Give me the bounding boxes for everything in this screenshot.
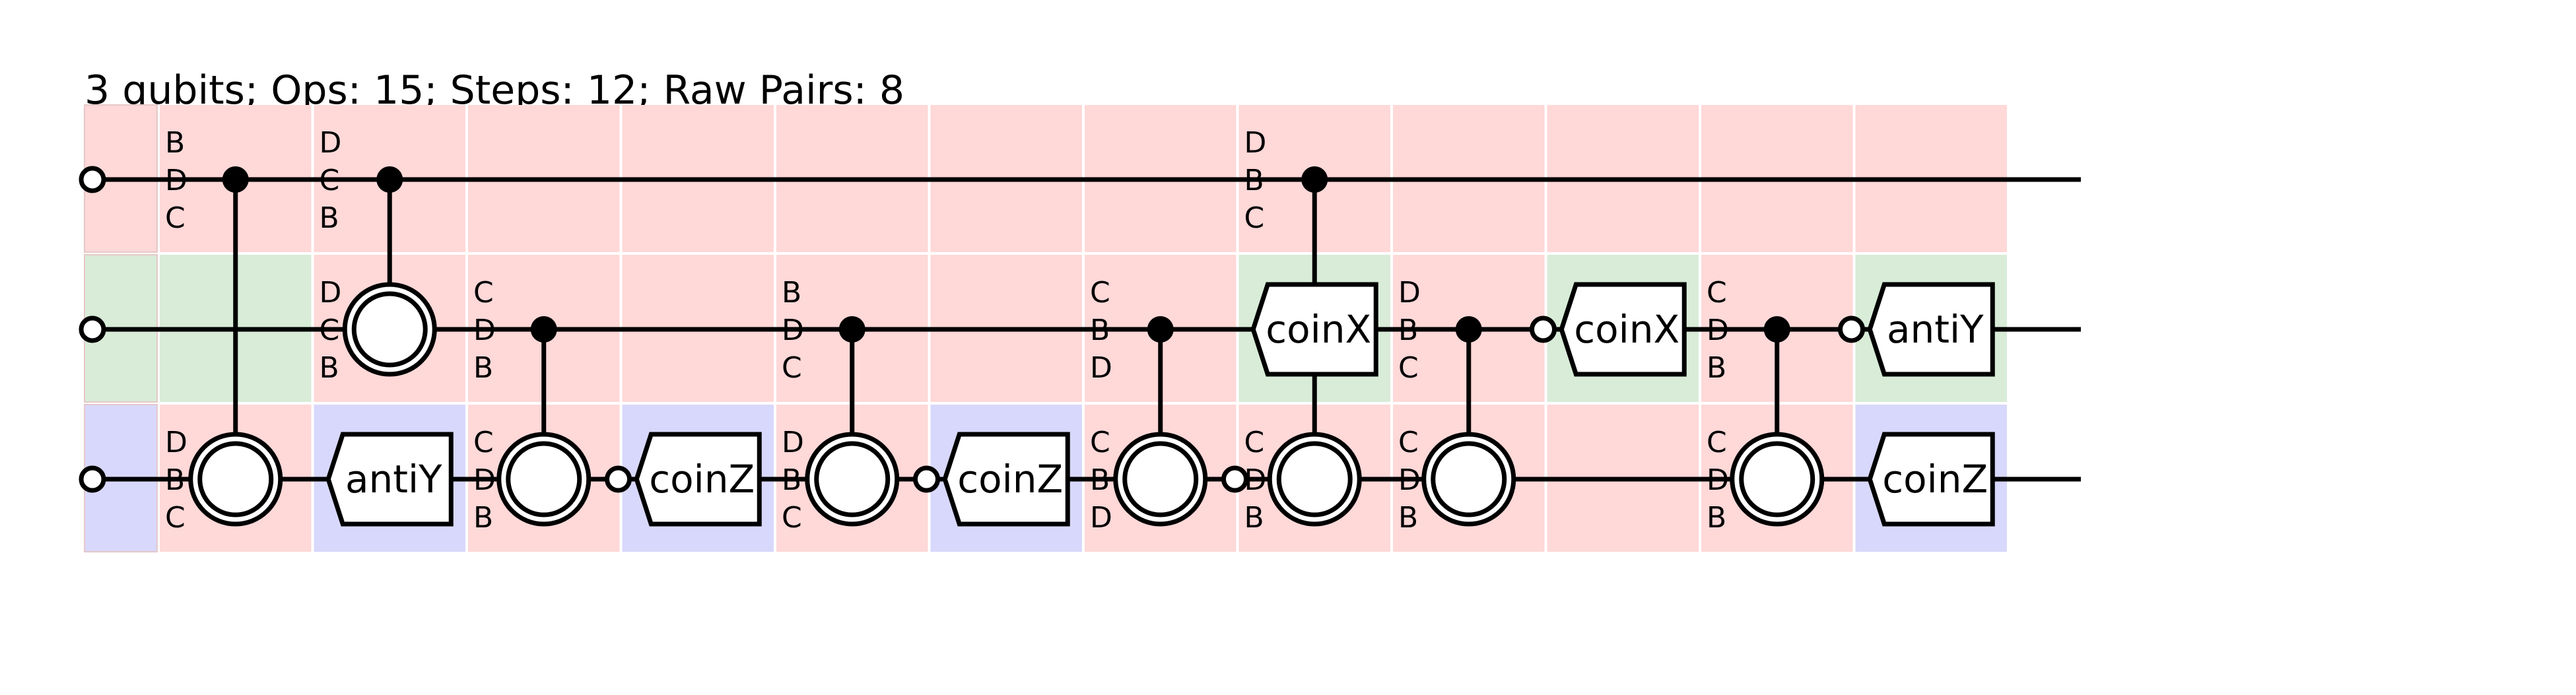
cell-label: C: [320, 164, 340, 197]
cell-label: B: [1090, 314, 1110, 347]
cell-label: B: [473, 351, 493, 385]
initial-qubit-dot: [79, 315, 106, 343]
gate-label: coinX: [1266, 307, 1371, 352]
cell-label: B: [473, 501, 493, 535]
target-inner-ring: [814, 441, 891, 517]
target-inner-ring: [1122, 441, 1199, 517]
cell-label: B: [782, 276, 801, 310]
control-dot: [1147, 316, 1174, 343]
cell-label: B: [1707, 351, 1726, 385]
cell-label: D: [1707, 314, 1729, 347]
output-qubit-dot: [1221, 465, 1248, 493]
cell-label: B: [1398, 314, 1418, 347]
cell-label: C: [165, 501, 186, 535]
antiy-gate-box: [325, 432, 454, 527]
cell-label: B: [165, 126, 185, 160]
cell-label: C: [1244, 201, 1265, 235]
gate-label: coinZ: [649, 457, 755, 502]
gate-label: coinZ: [1882, 457, 1988, 502]
cell-label: C: [1090, 426, 1110, 459]
cell-label: C: [1090, 276, 1110, 310]
cell-labels: BDCDBCDCBDCBCDBCDBBDCDBCCBDCBDDBCCDBDBCC…: [165, 126, 1729, 535]
cell-label: D: [165, 426, 187, 459]
cell-label: B: [165, 463, 185, 497]
control-dot: [530, 316, 557, 343]
gate-label: antiY: [345, 457, 442, 502]
cell-label: C: [473, 426, 494, 459]
output-qubit-dot: [1530, 315, 1557, 343]
cell-label: B: [1707, 501, 1726, 535]
output-qubit-dot: [605, 465, 632, 493]
target-inner-ring: [1739, 441, 1815, 517]
operations: antiY coinZ coinZ coinX coinX antiY coinZ: [79, 166, 1995, 527]
cell-label: B: [320, 201, 339, 235]
cell-label: D: [1090, 501, 1112, 535]
control-dot: [376, 166, 403, 193]
cell-label: D: [1244, 463, 1267, 497]
control-dot: [838, 316, 865, 343]
target-inner-ring: [1431, 441, 1507, 517]
cell-label: C: [1707, 426, 1727, 459]
output-qubit-dot: [913, 465, 940, 493]
coinx-gate-box: [1559, 282, 1687, 377]
cell-label: D: [1090, 351, 1112, 385]
gate-label: coinX: [1574, 307, 1679, 352]
target-inner-ring: [1276, 441, 1353, 517]
antiy-gate-box: [1867, 282, 1995, 377]
cell-label: D: [473, 463, 496, 497]
coinz-gate-box: [942, 432, 1070, 527]
control-dot: [1301, 166, 1328, 193]
cell-label: D: [1398, 276, 1421, 310]
coinz-gate-box: [634, 432, 762, 527]
cell-label: C: [1244, 426, 1265, 459]
output-qubit-dot: [1838, 315, 1865, 343]
cell-label: C: [1398, 351, 1419, 385]
cell-label: B: [782, 463, 801, 497]
gate-label: coinZ: [957, 457, 1063, 502]
cell-label: B: [1244, 164, 1264, 197]
cell-label: D: [165, 164, 187, 197]
cell-label: D: [320, 126, 342, 160]
cell-label: D: [1398, 463, 1421, 497]
initial-qubit-dot: [79, 166, 106, 193]
cell-label: C: [473, 276, 494, 310]
cell-label: B: [1244, 501, 1264, 535]
target-inner-ring: [351, 291, 428, 368]
cell-label: B: [320, 351, 339, 385]
initial-qubit-dot: [79, 465, 106, 493]
cell-label: D: [782, 314, 804, 347]
control-dot: [1455, 316, 1482, 343]
target-inner-ring: [197, 441, 274, 517]
coinx-gate-box: [1250, 282, 1378, 377]
gate-label: antiY: [1887, 307, 1984, 352]
cell-label: D: [782, 426, 804, 459]
cell-label: B: [1090, 463, 1110, 497]
cell-label: C: [782, 351, 802, 385]
cell-label: D: [1244, 126, 1267, 160]
cell-label: C: [1398, 426, 1419, 459]
cell-label: D: [1707, 463, 1729, 497]
control-dot: [222, 166, 249, 193]
cell-label: C: [1707, 276, 1727, 310]
coinz-gate-box: [1867, 432, 1995, 527]
cell-label: C: [782, 501, 802, 535]
cell-label: B: [1398, 501, 1418, 535]
cell-label: D: [320, 276, 342, 310]
control-dot: [1763, 316, 1790, 343]
cell-label: C: [165, 201, 186, 235]
cell-label: D: [473, 314, 496, 347]
target-inner-ring: [506, 441, 582, 517]
cell-label: C: [320, 314, 340, 347]
